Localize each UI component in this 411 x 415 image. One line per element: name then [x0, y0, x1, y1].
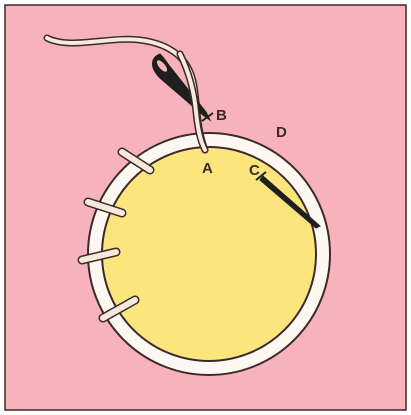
inner-disc: [102, 147, 316, 361]
label-d: D: [276, 124, 287, 141]
label-a: A: [202, 160, 213, 177]
label-c: C: [249, 162, 260, 179]
label-b: B: [216, 107, 227, 124]
